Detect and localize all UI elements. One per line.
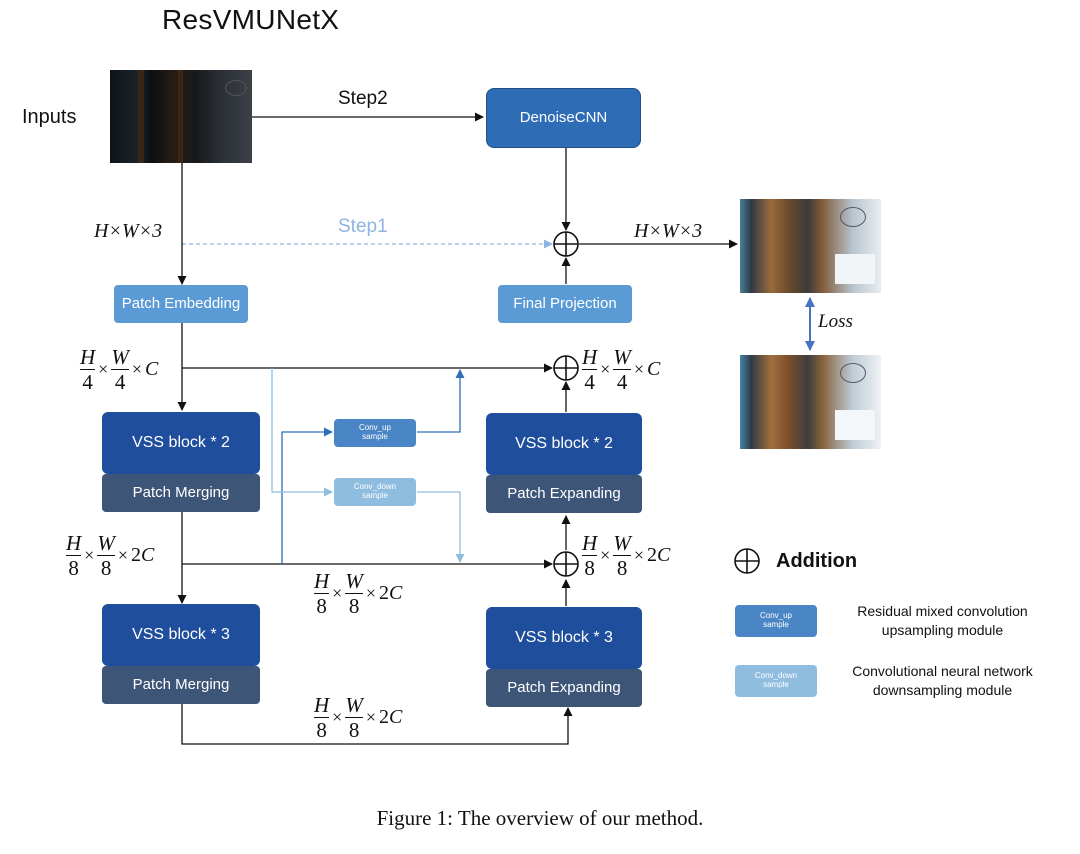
frac-num: H bbox=[314, 693, 330, 717]
legend-conv-up-line2: sample bbox=[763, 620, 789, 629]
dim-channel: C bbox=[388, 706, 403, 729]
conv-down-out-path bbox=[417, 491, 465, 563]
dim-coef: 2 bbox=[378, 582, 389, 605]
addition-mid-icon bbox=[553, 355, 579, 381]
legend-conv-up-line1: Conv_up bbox=[759, 611, 793, 621]
final-projection-block: Final Projection bbox=[498, 285, 632, 323]
decoder-patch-expanding-2: Patch Expanding bbox=[486, 669, 642, 707]
frac-den: 8 bbox=[348, 718, 360, 743]
conv-down-sample-block: Conv_down sample bbox=[334, 478, 416, 506]
decoder-vss-block-1: VSS block * 2 bbox=[486, 413, 642, 475]
conv-up-out-path bbox=[417, 369, 465, 433]
legend-conv-down-line1: Conv_down bbox=[754, 671, 798, 681]
legend-conv-up-desc: Residual mixed convolution upsampling mo… bbox=[857, 603, 1028, 638]
frac-den: 8 bbox=[316, 718, 327, 743]
frac-den: 4 bbox=[584, 370, 595, 395]
step2-label: Step2 bbox=[338, 88, 388, 109]
frac-num: H bbox=[314, 569, 330, 593]
encoder-vss-block-1: VSS block * 2 bbox=[102, 412, 260, 474]
dim-channel: C bbox=[144, 358, 159, 381]
decoder-patch-expanding-1: Patch Expanding bbox=[486, 475, 642, 513]
frac-num: W bbox=[345, 569, 363, 593]
dim-coef: 2 bbox=[646, 544, 657, 567]
frac-den: 4 bbox=[114, 370, 126, 395]
encoder-vss-block-2: VSS block * 3 bbox=[102, 604, 260, 666]
conv-down-line2: sample bbox=[362, 491, 388, 500]
frac-den: 8 bbox=[616, 556, 628, 581]
output-image bbox=[740, 199, 881, 293]
legend-conv-up-swatch: Conv_up sample bbox=[735, 605, 817, 637]
frac-den: 8 bbox=[68, 556, 79, 581]
ground-truth-image bbox=[740, 355, 881, 449]
dim-channel: C bbox=[140, 544, 155, 567]
dim-input-label: H×W×3 bbox=[94, 220, 163, 242]
inputs-label: Inputs bbox=[22, 106, 77, 128]
input-image bbox=[110, 70, 252, 163]
conv-down-in-path bbox=[271, 368, 333, 497]
decoder-vss-block-2: VSS block * 3 bbox=[486, 607, 642, 669]
frac-den: 4 bbox=[616, 370, 628, 395]
addition-top-icon bbox=[553, 231, 579, 257]
dim-coef: 2 bbox=[378, 706, 389, 729]
frac-num: W bbox=[111, 345, 129, 369]
frac-den: 8 bbox=[584, 556, 595, 581]
legend-addition-icon bbox=[734, 548, 760, 574]
loss-label: Loss bbox=[818, 311, 853, 332]
frac-den: 8 bbox=[100, 556, 112, 581]
dim-channel: C bbox=[388, 582, 403, 605]
frac-num: H bbox=[80, 345, 96, 369]
denoise-cnn-block: DenoiseCNN bbox=[486, 88, 641, 148]
step1-label: Step1 bbox=[338, 216, 388, 237]
dim-channel: C bbox=[646, 358, 661, 381]
diagram-title: ResVMUNetX bbox=[162, 4, 340, 35]
conv-up-sample-block: Conv_up sample bbox=[334, 419, 416, 447]
legend-conv-down-desc: Convolutional neural network downsamplin… bbox=[852, 663, 1033, 698]
conv-up-line2: sample bbox=[362, 432, 388, 441]
encoder-patch-merging-2: Patch Merging bbox=[102, 666, 260, 704]
frac-num: W bbox=[345, 693, 363, 717]
addition-low-icon bbox=[553, 551, 579, 577]
frac-num: H bbox=[582, 531, 598, 555]
figure-caption: Figure 1: The overview of our method. bbox=[376, 806, 704, 830]
frac-den: 8 bbox=[316, 594, 327, 619]
dim-output-label: H×W×3 bbox=[634, 220, 703, 242]
bottom-path-arrow bbox=[181, 704, 573, 745]
legend-conv-down-swatch: Conv_down sample bbox=[735, 665, 817, 697]
frac-num: W bbox=[97, 531, 115, 555]
conv-down-line1: Conv_down bbox=[353, 482, 397, 492]
encoder-patch-merging-1: Patch Merging bbox=[102, 474, 260, 512]
conv-up-in-path bbox=[281, 427, 333, 564]
conv-up-line1: Conv_up bbox=[358, 423, 392, 433]
frac-num: W bbox=[613, 345, 631, 369]
dim-channel: C bbox=[656, 544, 671, 567]
legend-conv-down-line2: sample bbox=[763, 680, 789, 689]
patch-embedding-block: Patch Embedding bbox=[114, 285, 248, 323]
legend-addition-label: Addition bbox=[776, 550, 858, 572]
dim-coef: 2 bbox=[130, 544, 141, 567]
frac-num: H bbox=[66, 531, 82, 555]
frac-num: H bbox=[582, 345, 598, 369]
frac-den: 4 bbox=[82, 370, 93, 395]
frac-num: W bbox=[613, 531, 631, 555]
frac-den: 8 bbox=[348, 594, 360, 619]
